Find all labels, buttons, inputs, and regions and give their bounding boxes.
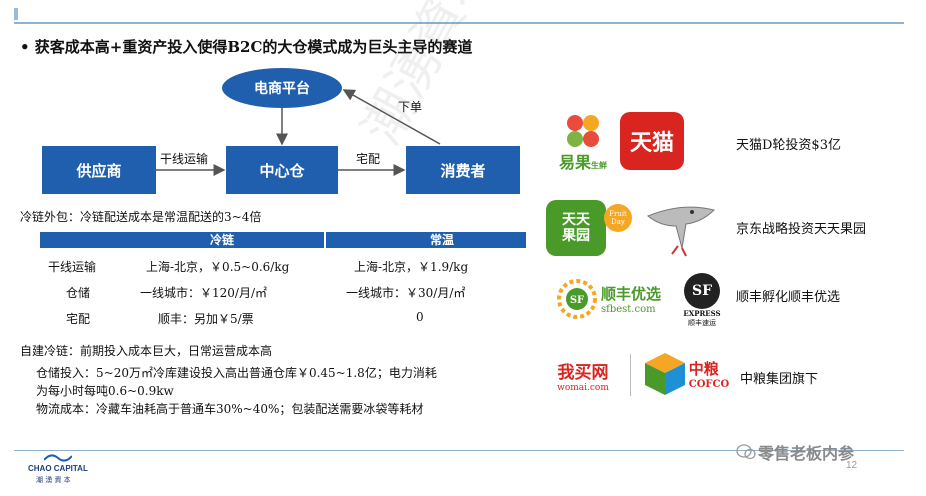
note-jd: 京东战略投资天天果园 bbox=[736, 222, 867, 237]
self-build-line-3: 物流成本：冷藏车油耗高于普通车30%~40%；包装配送需要冰袋等耗材 bbox=[36, 402, 424, 416]
fruit-day-badge: Fruit Day bbox=[604, 204, 632, 232]
row-label: 宅配 bbox=[66, 312, 91, 326]
cofco-en: COFCO bbox=[688, 379, 730, 390]
cofco-cn: 中粮 bbox=[688, 360, 719, 378]
wechat-account-name: 零售老板内参 bbox=[758, 444, 855, 463]
sfbest-logo: SF 顺丰优选 sfbest.com bbox=[546, 270, 672, 328]
label-place-order: 下单 bbox=[398, 100, 423, 114]
tiantian-line-1: 天天 bbox=[562, 212, 590, 228]
womai-en: womai.com bbox=[557, 382, 609, 393]
row-cold-value: 顺丰：另加￥5/票 bbox=[158, 312, 254, 326]
row-label: 干线运输 bbox=[48, 260, 97, 274]
note-tmall: 天猫D轮投资$3亿 bbox=[736, 138, 841, 153]
row-label: 仓储 bbox=[66, 286, 91, 300]
yiguo-flower-icon bbox=[567, 115, 599, 147]
yiguo-small: 生鲜 bbox=[591, 160, 607, 170]
row-cold-value: 上海-北京，￥0.5~0.6/kg bbox=[146, 260, 290, 274]
label-home-delivery: 宅配 bbox=[356, 152, 381, 166]
note-cofco: 中粮集团旗下 bbox=[740, 372, 819, 387]
yiguo-logo: 易果生鲜 bbox=[552, 110, 614, 176]
col-normal: 常温 bbox=[430, 233, 455, 247]
self-build-line-2: 为每小时每吨0.6~0.9kw bbox=[36, 384, 174, 398]
tmall-logo: 天猫 bbox=[620, 112, 684, 170]
logo-divider bbox=[630, 354, 631, 396]
company-cn: 潮 湧 資 本 bbox=[36, 476, 71, 484]
cofco-logo: 中粮 COFCO bbox=[638, 346, 734, 402]
jd-dog-icon bbox=[647, 206, 715, 257]
sf-express-logo: SF EXPRESS 顺丰速运 bbox=[680, 272, 724, 328]
arrow-consumer-platform bbox=[342, 89, 441, 145]
col-cold: 冷链 bbox=[210, 233, 235, 247]
row-cold-value: 一线城市：￥120/月/㎡ bbox=[140, 286, 267, 300]
node-ecommerce-platform: 电商平台 bbox=[222, 68, 342, 108]
node-consumer: 消费者 bbox=[406, 146, 520, 194]
womai-logo: 我买网 womai.com bbox=[546, 352, 620, 398]
row-normal-value: 一线城市：￥30/月/㎡ bbox=[346, 286, 466, 300]
row-normal-value: 0 bbox=[416, 310, 424, 324]
sfbest-cn: 顺丰优选 bbox=[600, 285, 661, 303]
top-divider bbox=[14, 22, 904, 24]
cofco-cube-icon bbox=[644, 353, 685, 395]
page-headline: • 获客成本高+重资产投入使得B2C的大仓模式成为巨头主导的赛道 bbox=[20, 38, 473, 56]
node-supplier: 供应商 bbox=[42, 146, 156, 194]
self-build-intro: 自建冷链：前期投入成本巨大，日常运营成本高 bbox=[20, 344, 273, 358]
bottom-divider bbox=[14, 450, 904, 451]
womai-cn: 我买网 bbox=[557, 362, 609, 383]
note-sf: 顺丰孵化顺丰优选 bbox=[736, 290, 841, 305]
node-central-warehouse: 中心仓 bbox=[226, 146, 338, 194]
sf-express-text: EXPRESS bbox=[683, 308, 721, 318]
sf-mark: SF bbox=[684, 272, 720, 309]
sfbest-sun-icon: SF bbox=[556, 279, 597, 319]
cold-chain-intro: 冷链外包：冷链配送成本是常温配送的3~4倍 bbox=[20, 210, 262, 224]
tiantian-line-2: 果园 bbox=[562, 228, 590, 244]
label-trunk-transport: 干线运输 bbox=[160, 152, 209, 166]
svg-text:SF: SF bbox=[570, 295, 584, 306]
sfbest-en: sfbest.com bbox=[600, 304, 656, 315]
top-mark bbox=[14, 8, 18, 20]
company-en: CHAO CAPITAL bbox=[28, 464, 88, 473]
page-number: 12 bbox=[846, 460, 858, 471]
self-build-line-1: 仓储投入：5~20万㎡冷库建设投入高出普通仓库￥0.45~1.8亿；电力消耗 bbox=[36, 366, 437, 380]
tiantian-logo: 天天 果园 bbox=[546, 200, 606, 256]
table-header-divider bbox=[324, 232, 326, 248]
sf-cn-text: 顺丰速运 bbox=[688, 318, 716, 327]
yiguo-name: 易果 bbox=[558, 153, 591, 172]
row-normal-value: 上海-北京，￥1.9/kg bbox=[354, 260, 469, 274]
cost-table-header: 冷链 常温 bbox=[40, 232, 526, 248]
wechat-icon bbox=[736, 444, 756, 460]
chao-capital-wave-icon bbox=[44, 454, 72, 462]
